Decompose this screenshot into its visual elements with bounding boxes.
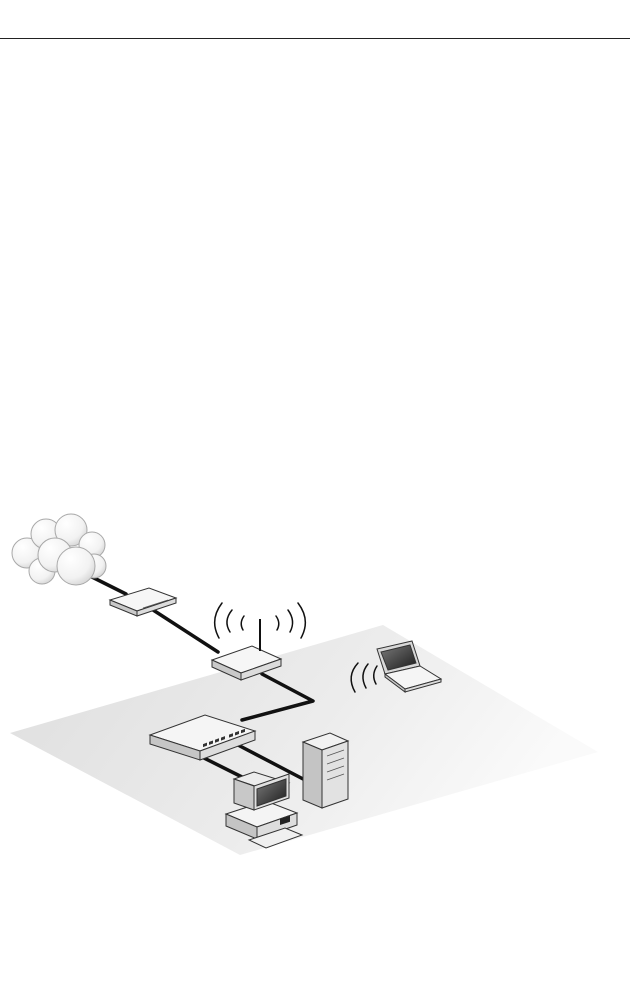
floor-plane: [10, 625, 598, 855]
cable-internet-modem: [92, 577, 126, 594]
cloud-icon: [12, 514, 106, 585]
cable-modem-router: [150, 608, 218, 652]
tower-server-icon: [303, 733, 348, 808]
